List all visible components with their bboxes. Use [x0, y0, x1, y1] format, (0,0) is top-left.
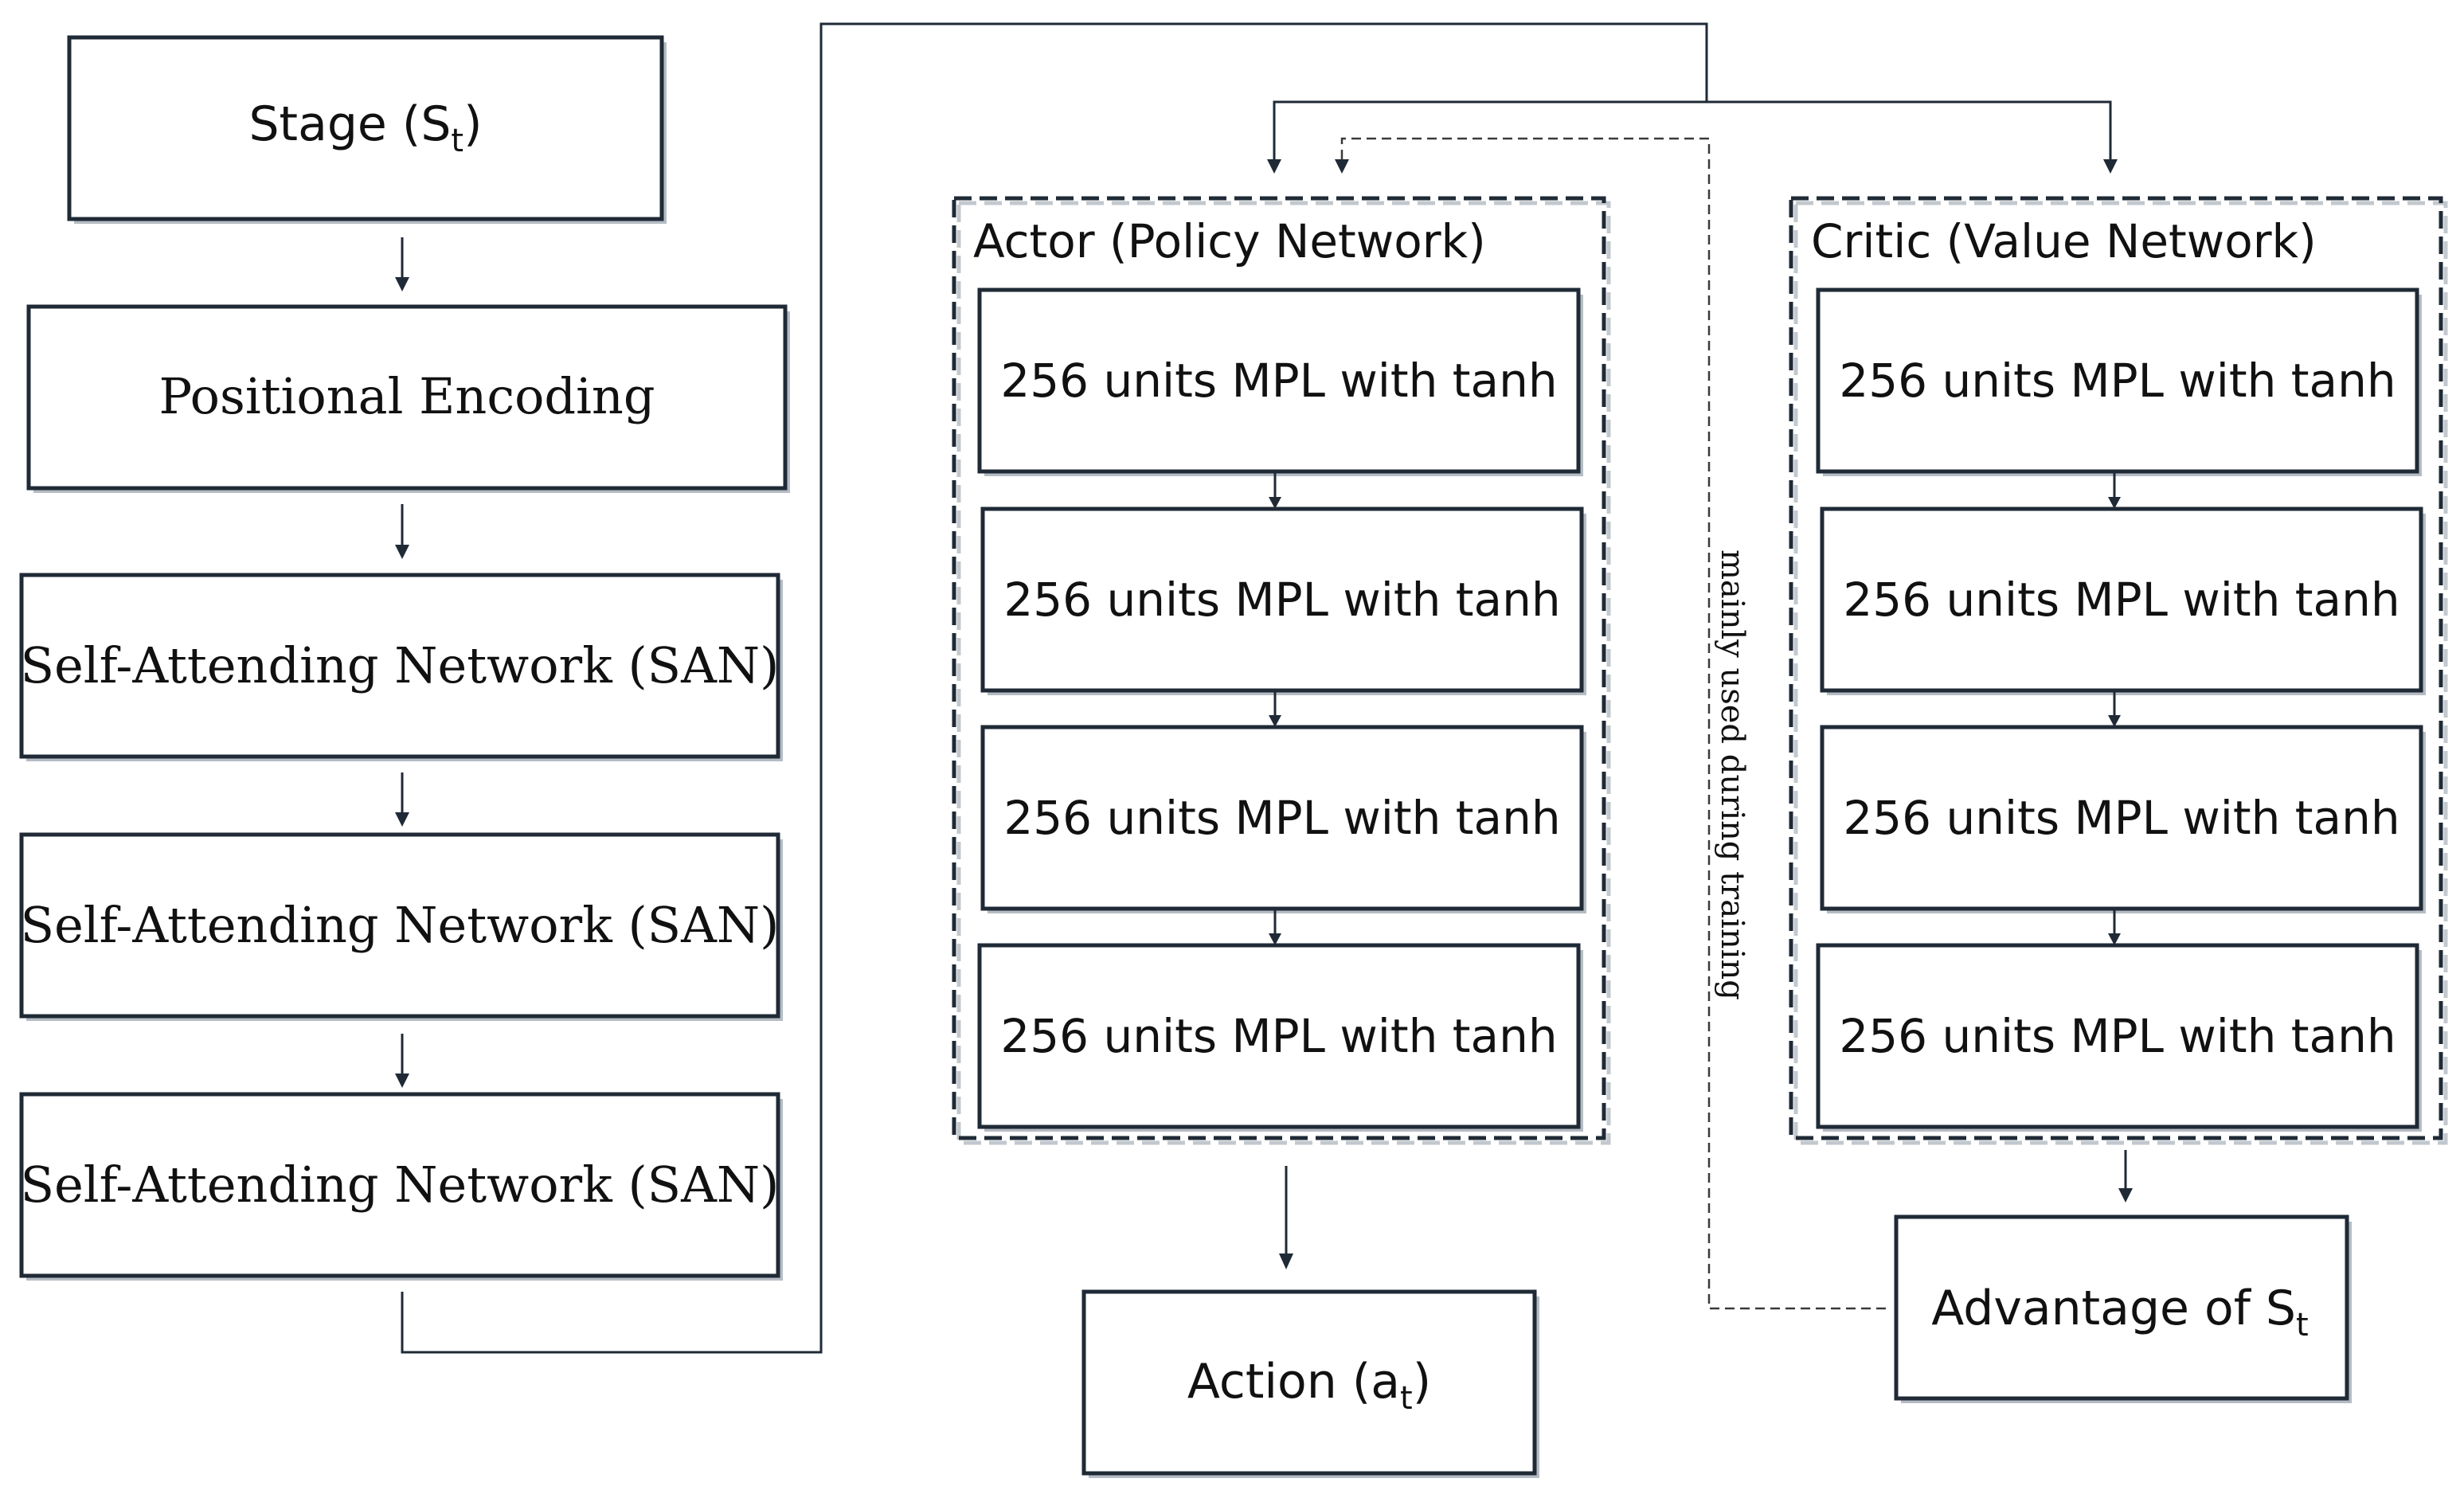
critic-layer-label-2: 256 units MPL with tanh: [1843, 573, 2399, 627]
actor-layer-label-2: 256 units MPL with tanh: [1003, 573, 1560, 627]
training-note: mainly used during training: [1714, 549, 1750, 1000]
critic-to-advantage-arrow: [2118, 1150, 2133, 1203]
actor-layer-label-1: 256 units MPL with tanh: [1000, 354, 1557, 408]
positional-encoding-node: Positional Encoding: [26, 304, 790, 493]
san-label-1: Self-Attending Network (SAN): [21, 636, 780, 694]
advantage-subscript: t: [2296, 1307, 2309, 1343]
advantage-node: Advantage of St: [1894, 1214, 2352, 1403]
critic-group: Critic (Value Network) 256 units MPL wit…: [1789, 196, 2448, 1145]
action-close: ): [1413, 1354, 1431, 1410]
training-feedback-path: mainly used during training: [1335, 137, 1886, 1310]
svg-text:Action (at): Action (at): [1187, 1354, 1431, 1417]
critic-title: Critic (Value Network): [1811, 214, 2317, 268]
critic-layer-4: 256 units MPL with tanh: [1816, 943, 2422, 1132]
critic-layer-label-1: 256 units MPL with tanh: [1839, 354, 2396, 408]
actor-layer-arrows: [1269, 473, 1281, 945]
actor-layer-3: 256 units MPL with tanh: [980, 725, 1586, 913]
stage-close: ): [463, 96, 482, 152]
actor-layer-4: 256 units MPL with tanh: [977, 943, 1583, 1132]
advantage-label: Advantage of S: [1931, 1281, 2296, 1336]
svg-text:Stage (St): Stage (St): [248, 96, 482, 159]
critic-layer-label-3: 256 units MPL with tanh: [1843, 791, 2399, 845]
action-node: Action (at): [1081, 1289, 1539, 1478]
encoder-to-heads-connector: [401, 22, 2118, 1354]
san-label-2: Self-Attending Network (SAN): [21, 896, 780, 954]
actor-layer-1: 256 units MPL with tanh: [977, 287, 1583, 476]
actor-layer-label-3: 256 units MPL with tanh: [1003, 791, 1560, 845]
stage-subscript: t: [451, 123, 463, 159]
action-subscript: t: [1400, 1380, 1413, 1417]
critic-layer-1: 256 units MPL with tanh: [1816, 287, 2422, 476]
actor-layer-label-4: 256 units MPL with tanh: [1000, 1009, 1557, 1063]
critic-layer-2: 256 units MPL with tanh: [1820, 506, 2426, 695]
actor-group: Actor (Policy Network) 256 units MPL wit…: [952, 196, 1611, 1145]
san-label-3: Self-Attending Network (SAN): [21, 1156, 780, 1214]
stage-label: Stage (S: [248, 96, 451, 152]
svg-text:Advantage of St: Advantage of St: [1931, 1281, 2308, 1343]
encoder-arrows: [395, 237, 409, 1088]
stage-node: Stage (St): [67, 35, 667, 224]
positional-encoding-label: Positional Encoding: [158, 367, 655, 425]
san-node-2: Self-Attending Network (SAN): [19, 832, 783, 1021]
action-label: Action (a: [1187, 1354, 1400, 1410]
actor-layer-2: 256 units MPL with tanh: [980, 506, 1586, 695]
actor-to-action-arrow: [1279, 1166, 1293, 1269]
san-node-1: Self-Attending Network (SAN): [19, 573, 783, 761]
critic-layer-3: 256 units MPL with tanh: [1820, 725, 2426, 913]
critic-layer-label-4: 256 units MPL with tanh: [1839, 1009, 2396, 1063]
actor-title: Actor (Policy Network): [973, 214, 1486, 268]
san-node-3: Self-Attending Network (SAN): [19, 1092, 783, 1281]
critic-layer-arrows: [2108, 473, 2121, 945]
